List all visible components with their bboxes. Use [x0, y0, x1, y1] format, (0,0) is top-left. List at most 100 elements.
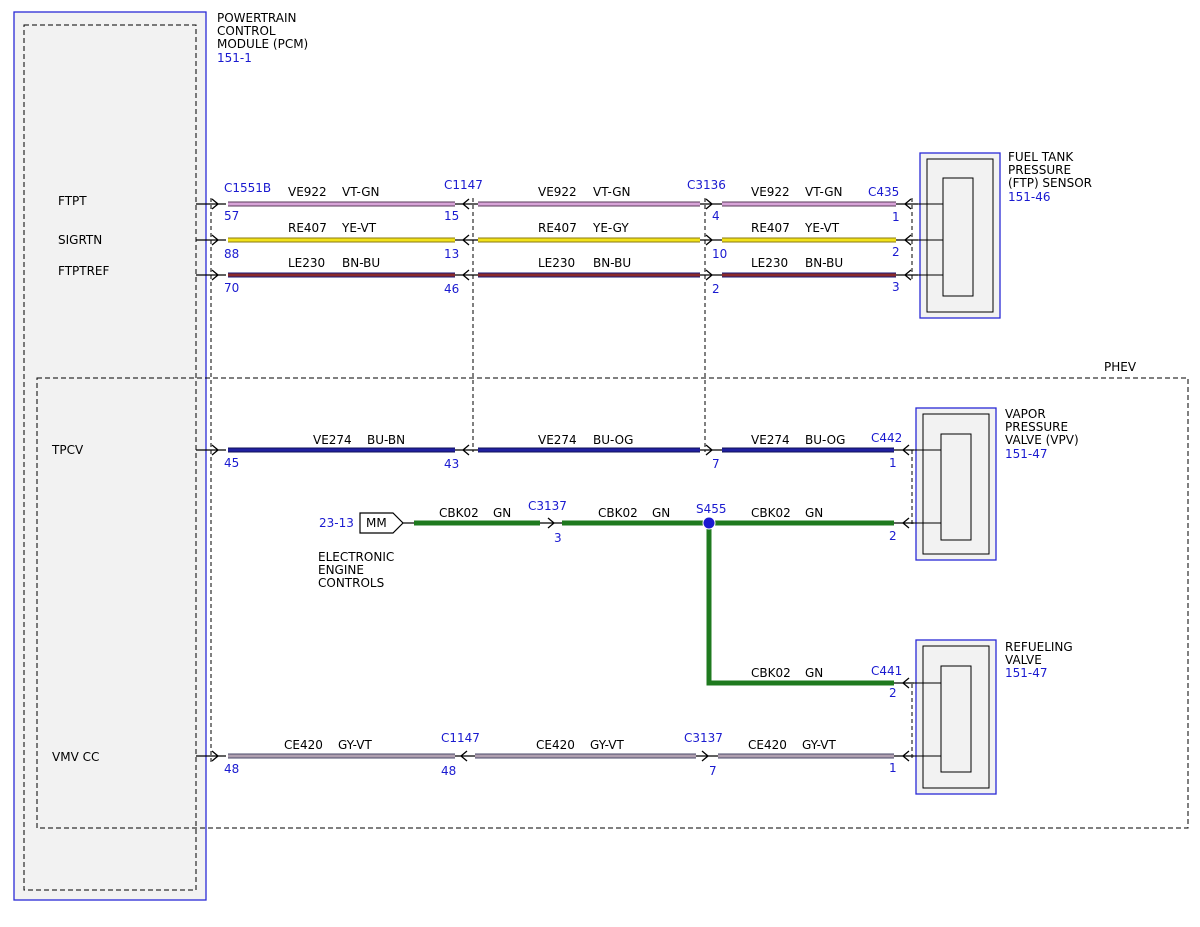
wire-label-cbk02-d-circuit: CBK02	[751, 666, 791, 680]
phev-boundary	[36, 377, 1189, 829]
wire-label-cbk02-b-color: GN	[652, 506, 670, 520]
connector-c1147-top-label: C1147	[444, 178, 483, 192]
wire-label-ce420-a-circuit: CE420	[284, 738, 323, 752]
pcm-outer-frame	[13, 11, 207, 901]
wire-label-le230-b-circuit: LE230	[538, 256, 575, 270]
connector-c3137-bottom-label: C3137	[684, 731, 723, 745]
pin-7-vmv: 7	[709, 764, 717, 778]
pcm-pin-ftptref: FTPTREF	[58, 264, 110, 278]
wire-label-re407-b-circuit: RE407	[538, 221, 577, 235]
mm-text-line3: CONTROLS	[318, 576, 384, 590]
wire-label-cbk02-a-color: GN	[493, 506, 511, 520]
c1147-terminal-sigrtn	[455, 234, 478, 246]
c435-terminal-1	[896, 198, 918, 210]
pin-7-tpcv: 7	[712, 457, 720, 471]
pin-46: 46	[444, 282, 459, 296]
pcm-name-line3: MODULE (PCM)	[217, 37, 308, 51]
wire-label-ce420-c-circuit: CE420	[748, 738, 787, 752]
pin-3-cbk02: 3	[554, 531, 562, 545]
ftp-sensor-name-line3: (FTP) SENSOR	[1008, 176, 1092, 190]
pin-15: 15	[444, 209, 459, 223]
c435-terminal-3	[896, 269, 918, 281]
pin-43: 43	[444, 457, 459, 471]
c3136-terminal-ftpt	[700, 198, 722, 210]
wire-label-ve922-c-circuit: VE922	[751, 185, 790, 199]
wire-label-cbk02-d-color: GN	[805, 666, 823, 680]
wire-label-le230-c-color: BN-BU	[805, 256, 843, 270]
splice-s455-dot	[702, 516, 716, 530]
c1147-terminal-tpcv	[455, 444, 478, 456]
pin-57: 57	[224, 209, 239, 223]
wire-label-re407-c-circuit: RE407	[751, 221, 790, 235]
pin-4: 4	[712, 209, 720, 223]
wire-label-ce420-c-color: GY-VT	[802, 738, 836, 752]
refueling-valve-symbol	[914, 639, 997, 795]
c441-terminal-1	[894, 750, 914, 762]
wire-label-cbk02-a-circuit: CBK02	[439, 506, 479, 520]
mm-text-line2: ENGINE	[318, 563, 364, 577]
wire-label-ve922-b-color: VT-GN	[593, 185, 630, 199]
refueling-valve-name-line2: VALVE	[1005, 653, 1042, 667]
pin-1-vmv: 1	[889, 761, 897, 775]
pcm-name-line1: POWERTRAIN	[217, 11, 297, 25]
c1147-terminal-ftpt	[455, 198, 478, 210]
pin-48-pcm: 48	[224, 762, 239, 776]
vpv-name-line2: PRESSURE	[1005, 420, 1068, 434]
pcm-pin-sigrtn: SIGRTN	[58, 233, 102, 247]
c3136-terminal-ftptref	[700, 269, 722, 281]
pin-88: 88	[224, 247, 239, 261]
pcm-terminal-arrow-vmv-cc	[196, 750, 226, 762]
c3136-terminal-tpcv	[700, 444, 722, 456]
pin-10: 10	[712, 247, 727, 261]
pin-1-ftpt: 1	[892, 210, 900, 224]
vpv-name-line3: VALVE (VPV)	[1005, 433, 1079, 447]
connector-c1551b-label: C1551B	[224, 181, 271, 195]
wire-label-cbk02-c-color: GN	[805, 506, 823, 520]
c3137-terminal-cbk02	[540, 517, 562, 529]
pin-13: 13	[444, 247, 459, 261]
wire-label-ve274-b-circuit: VE274	[538, 433, 577, 447]
wire-label-le230-a-color: BN-BU	[342, 256, 380, 270]
pcm-ref: 151-1	[217, 51, 252, 65]
wire-label-ve274-a-color: BU-BN	[367, 433, 405, 447]
terminal-arrows	[196, 198, 918, 762]
vpv-name-line1: VAPOR	[1005, 407, 1046, 421]
wire-label-ve274-a-circuit: VE274	[313, 433, 352, 447]
wire-cbk02-segment-4	[706, 523, 894, 686]
pcm-terminal-arrow-ftpt	[196, 198, 226, 210]
c441-terminal-2	[894, 677, 914, 689]
wire-label-re407-b-color: YE-GY	[592, 221, 629, 235]
vpv-ref: 151-47	[1005, 447, 1048, 461]
c3137-terminal-vmv	[696, 750, 718, 762]
pin-70: 70	[224, 281, 239, 295]
c3136-terminal-sigrtn	[700, 234, 722, 246]
pcm-terminal-arrow-tpcv	[196, 444, 226, 456]
wire-label-le230-b-color: BN-BU	[593, 256, 631, 270]
mm-reference-box	[359, 512, 404, 534]
mm-text-line1: ELECTRONIC	[318, 550, 394, 564]
pin-45: 45	[224, 456, 239, 470]
ftp-sensor-name-line2: PRESSURE	[1008, 163, 1071, 177]
wire-label-ce420-b-circuit: CE420	[536, 738, 575, 752]
c442-terminal-2	[894, 517, 914, 529]
connector-c435-label: C435	[868, 185, 899, 199]
pcm-module	[13, 11, 207, 901]
c442-terminal-1	[894, 444, 914, 456]
wire-label-ve274-c-circuit: VE274	[751, 433, 790, 447]
wire-label-ve274-b-color: BU-OG	[593, 433, 633, 447]
wire-label-cbk02-b-circuit: CBK02	[598, 506, 638, 520]
refueling-valve-name-line1: REFUELING	[1005, 640, 1073, 654]
wire-label-re407-a-circuit: RE407	[288, 221, 327, 235]
pin-2-sigrtn: 2	[892, 245, 900, 259]
pin-48-c1147: 48	[441, 764, 456, 778]
c1147-terminal-vmv	[455, 750, 475, 762]
ftp-sensor-ref: 151-46	[1008, 190, 1051, 204]
connector-c441-label: C441	[871, 664, 902, 678]
wire-label-ve922-b-circuit: VE922	[538, 185, 577, 199]
connector-c442-label: C442	[871, 431, 902, 445]
wire-label-ve922-a-color: VT-GN	[342, 185, 379, 199]
ftp-sensor-name-line1: FUEL TANK	[1008, 150, 1074, 164]
c1147-terminal-ftptref	[455, 269, 478, 281]
mm-box-label: MM	[366, 516, 387, 530]
